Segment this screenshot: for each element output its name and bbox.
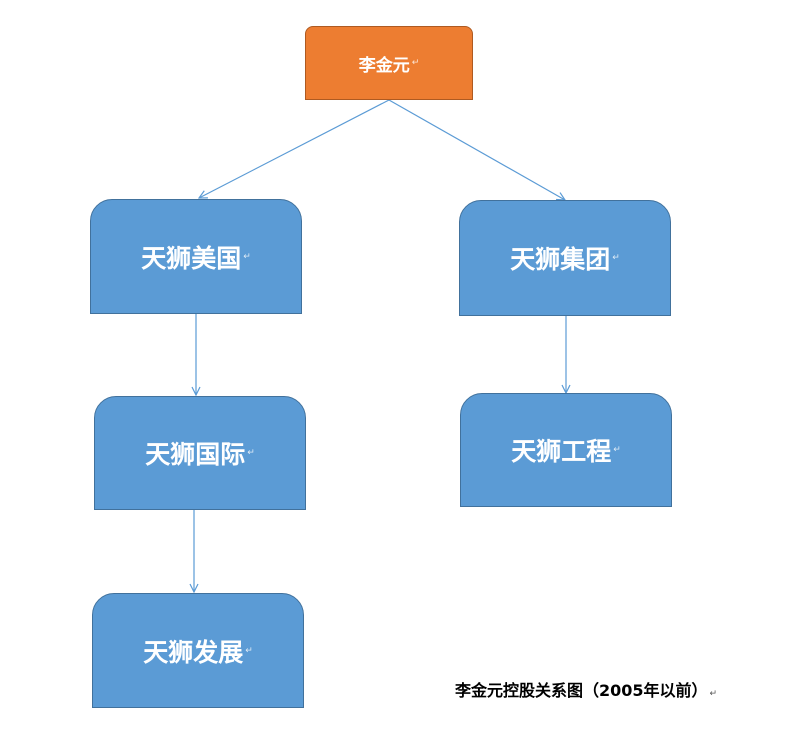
node-label: 天狮发展 <box>143 637 244 667</box>
node-label: 天狮美国 <box>141 243 242 273</box>
paragraph-mark-icon: ↵ <box>613 445 621 455</box>
node-label: 天狮工程 <box>511 437 612 466</box>
node-tianshi-eng: 天狮工程↵ <box>460 393 672 507</box>
node-tianshi-dev: 天狮发展↵ <box>92 593 304 708</box>
node-tianshi-intl: 天狮国际↵ <box>94 396 306 510</box>
paragraph-mark-icon: ↵ <box>709 689 718 699</box>
paragraph-mark-icon: ↵ <box>411 58 420 68</box>
edge-root-to-tianshi-group <box>388 99 565 200</box>
node-label: 天狮国际 <box>145 440 246 469</box>
node-tianshi-usa: 天狮美国↵ <box>90 199 302 314</box>
edge-root-to-tianshi-usa <box>199 99 390 198</box>
node-label: 李金元 <box>358 55 410 76</box>
paragraph-mark-icon: ↵ <box>245 645 253 656</box>
node-tianshi-group: 天狮集团↵ <box>459 200 671 316</box>
caption-text: 李金元控股关系图（2005年以前） <box>455 681 708 700</box>
diagram-caption: 李金元控股关系图（2005年以前）↵ <box>455 677 717 701</box>
paragraph-mark-icon: ↵ <box>243 251 251 262</box>
node-li-jinyuan: 李金元↵ <box>305 26 473 100</box>
paragraph-mark-icon: ↵ <box>247 448 255 458</box>
paragraph-mark-icon: ↵ <box>612 253 620 263</box>
node-label: 天狮集团 <box>510 245 611 274</box>
